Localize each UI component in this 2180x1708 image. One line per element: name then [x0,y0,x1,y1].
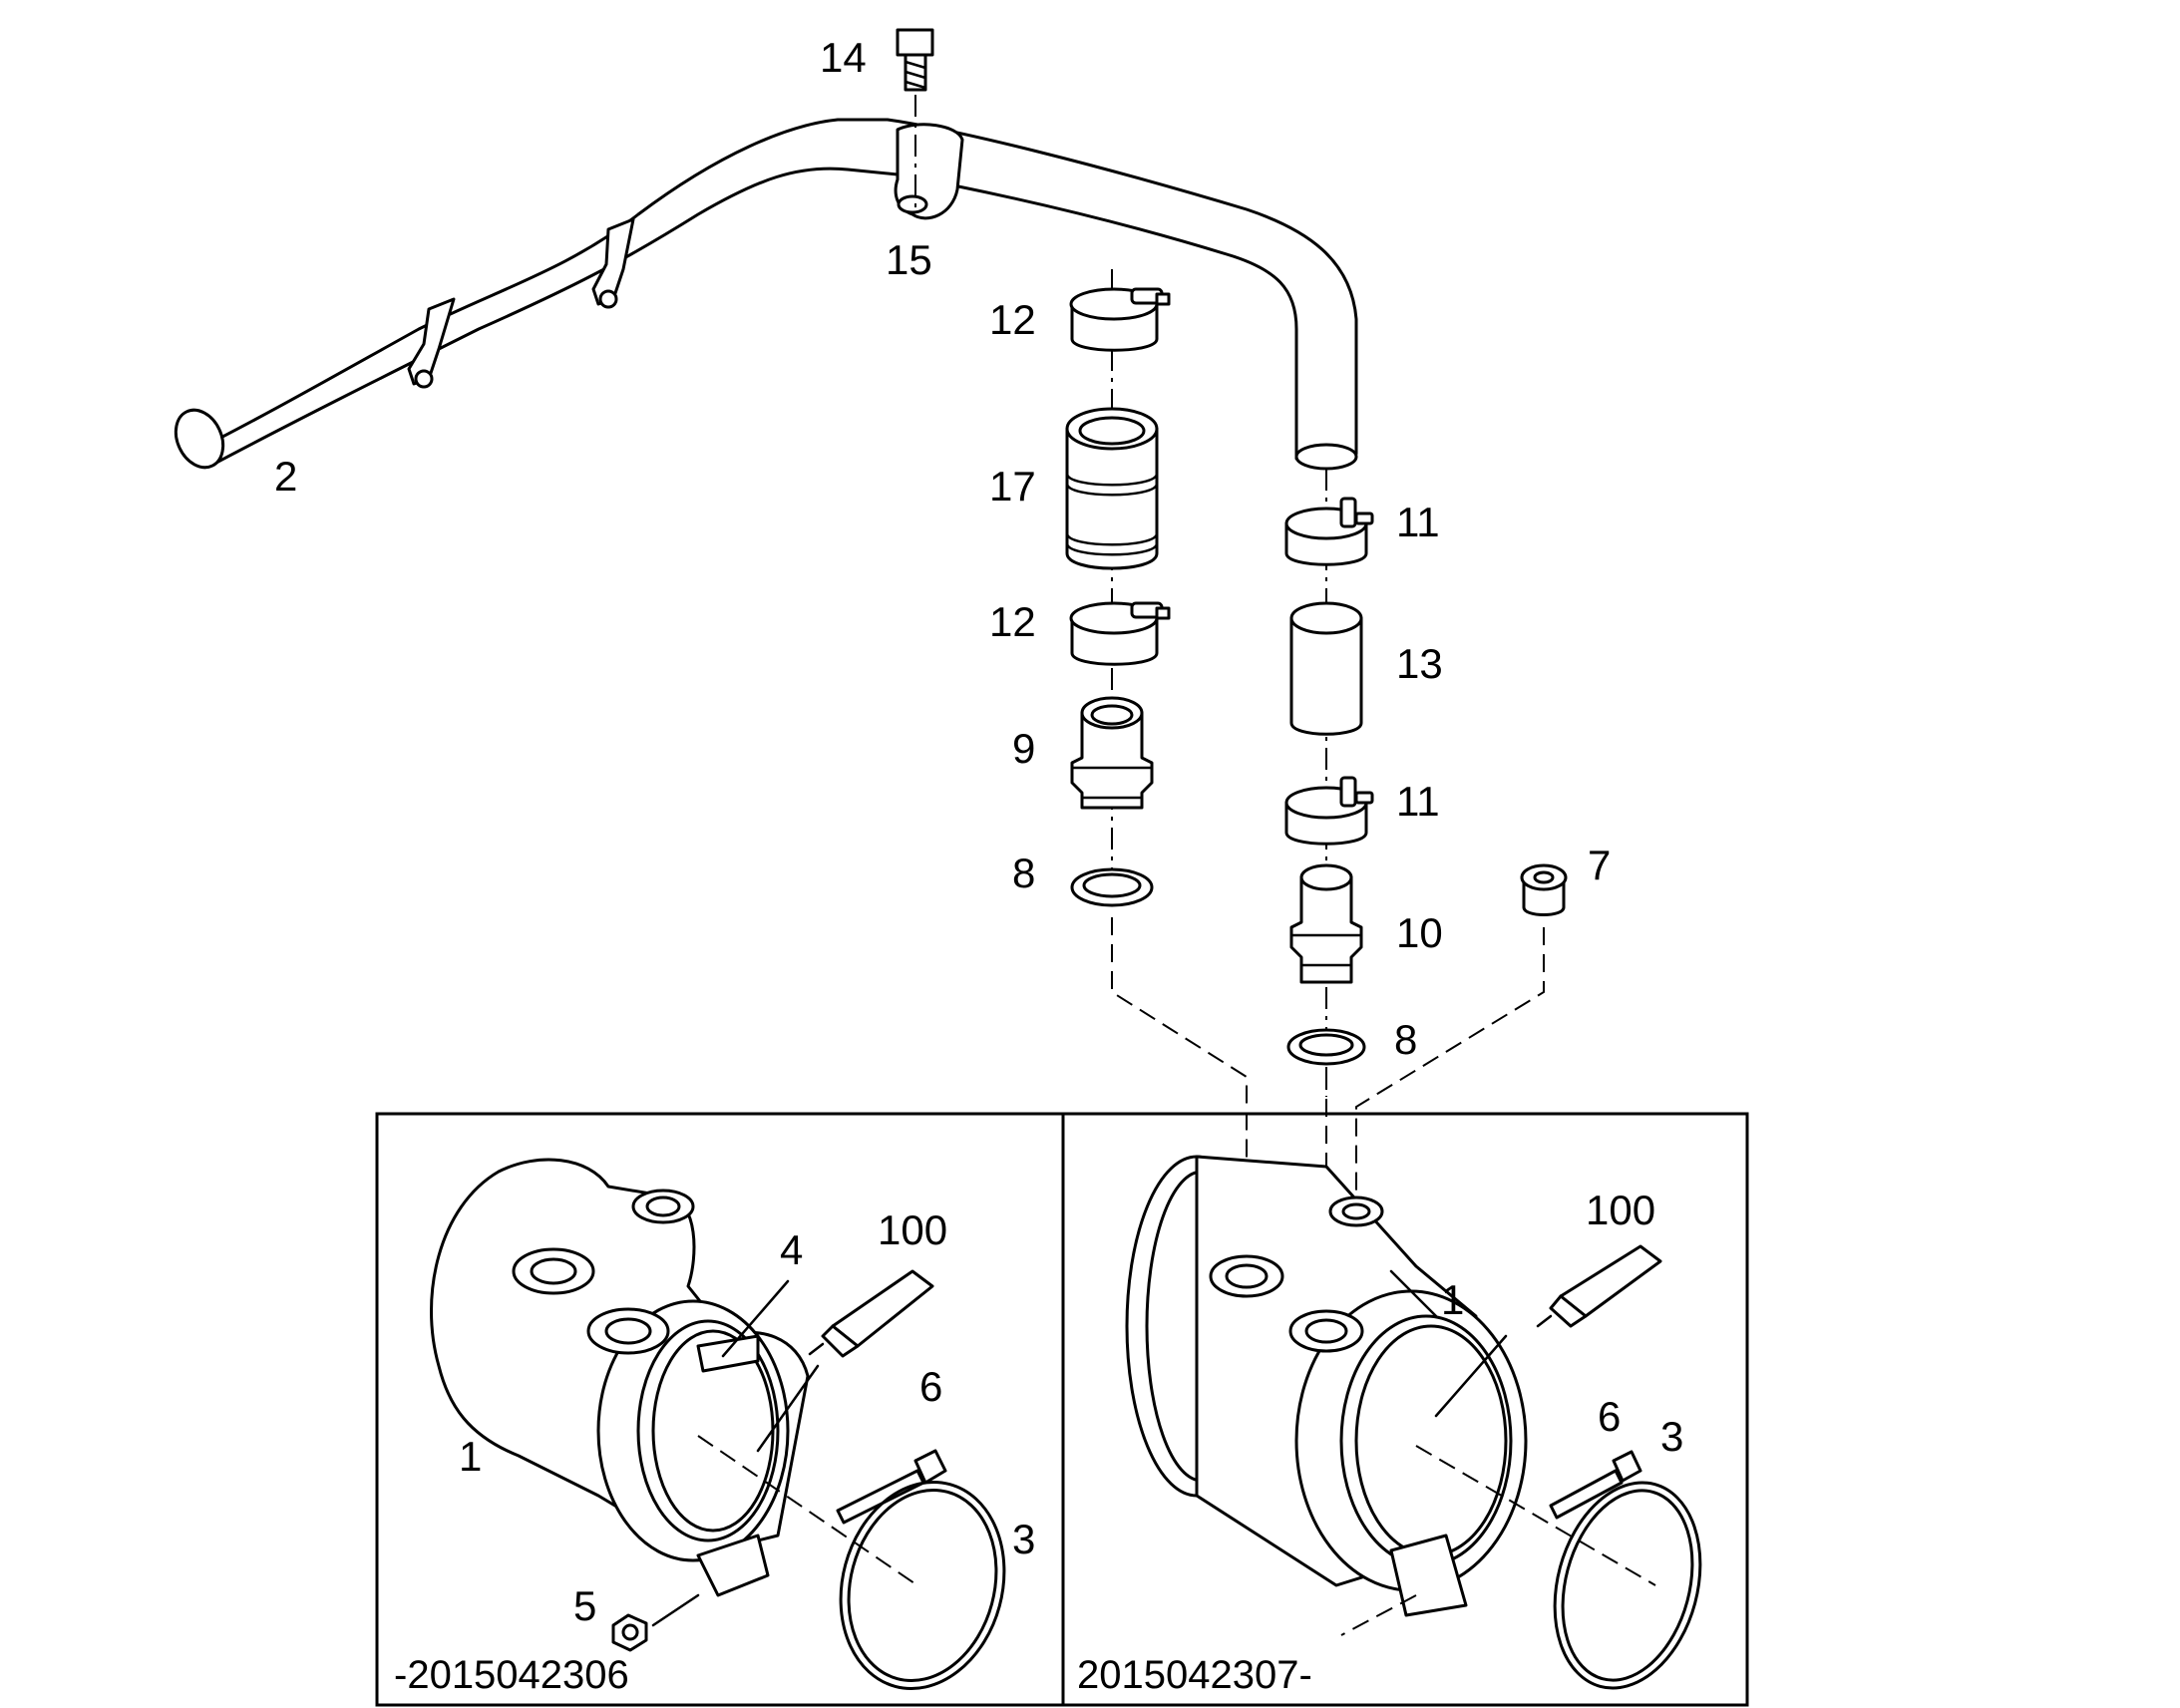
callout-3-left: 3 [1012,1516,1035,1562]
callout-17: 17 [989,463,1036,510]
callout-7: 7 [1588,842,1611,888]
callout-6-right: 6 [1598,1393,1621,1440]
hose-clamp-11-bottom [1284,776,1374,846]
fitting-10 [1289,863,1363,984]
callout-9: 9 [1012,725,1035,772]
callout-6-left: 6 [919,1363,942,1410]
sealant-tube-100-left [808,1269,934,1358]
variant-code-right: 2015042307- [1077,1653,1312,1697]
callout-11-top: 11 [1396,499,1440,545]
hose-clamp-11-top [1284,497,1374,566]
callout-1-left: 1 [459,1433,482,1480]
plug-7 [1520,863,1568,916]
callout-8-left: 8 [1012,850,1035,896]
callout-12-bottom: 12 [989,598,1036,645]
sleeve-17 [1065,407,1159,570]
hose-13 [1289,601,1363,736]
callout-2: 2 [274,453,297,500]
housing-1-right [1125,1155,1528,1617]
variant-code-left: -2015042306 [394,1653,629,1697]
seal-ring-8-left [1070,867,1154,907]
callout-15: 15 [886,236,932,283]
nut-5 [611,1613,648,1652]
bolt-14 [896,28,934,92]
o-ring-3-left [839,1480,1006,1691]
callout-100-right: 100 [1586,1187,1655,1233]
variant-frame-right [1061,1112,1749,1707]
bolt-6-right [1549,1450,1642,1520]
callout-4: 4 [780,1226,803,1273]
seal-ring-8-right [1286,1028,1366,1066]
callout-100-left: 100 [878,1206,947,1253]
callout-11-bottom: 11 [1396,778,1440,825]
pipe-assembly [174,118,1358,471]
housing-1-left [430,1158,810,1597]
hose-clamp-12-top [1069,287,1171,352]
sealant-tube-100-right [1536,1244,1662,1328]
callout-13: 13 [1396,640,1443,687]
callout-5: 5 [573,1582,596,1629]
bolt-6-left [836,1449,947,1525]
hose-clamp-12-bottom [1069,601,1171,666]
o-ring-3-right [1553,1481,1702,1690]
callout-10: 10 [1396,909,1443,956]
callout-8-right: 8 [1394,1016,1417,1063]
callout-3-right: 3 [1660,1413,1683,1460]
callout-14: 14 [820,34,867,81]
callout-12-top: 12 [989,296,1036,343]
fitting-9 [1070,696,1154,810]
callout-1-right: 1 [1441,1276,1464,1323]
